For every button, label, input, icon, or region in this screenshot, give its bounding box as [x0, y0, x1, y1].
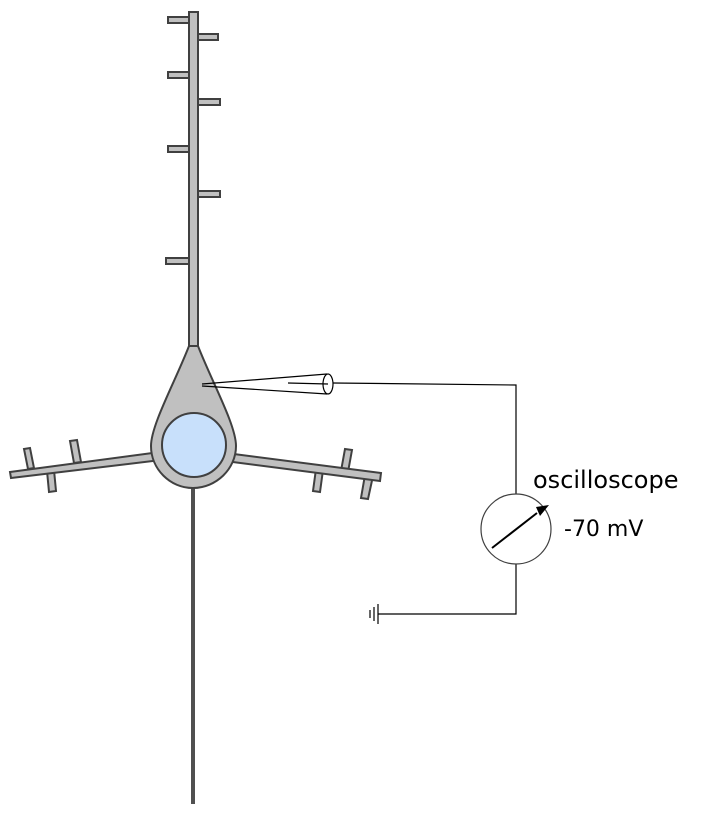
- apical-dendrite: [165, 11, 221, 353]
- dendrite-shaft: [188, 11, 199, 353]
- ground-icon: [369, 604, 379, 624]
- oscilloscope-label: oscilloscope: [533, 466, 678, 494]
- dendrite-spine: [197, 98, 221, 106]
- dendrite-spine: [167, 71, 191, 79]
- meter-arrowhead: [536, 505, 549, 516]
- voltage-reading: -70 mV: [564, 517, 643, 542]
- recording-electrode: [201, 373, 334, 395]
- dendrite-spine: [167, 145, 191, 153]
- nucleus: [161, 412, 227, 478]
- basal-dendrite-left: [8, 438, 163, 494]
- basal-dendrite-right: [223, 447, 383, 501]
- dendrite-spine: [167, 16, 191, 24]
- oscilloscope-meter: [480, 493, 552, 565]
- circuit-wires: [332, 382, 517, 615]
- dendrite-spine: [165, 257, 191, 265]
- meter-needle: [491, 512, 538, 549]
- dendrite-spine: [197, 33, 219, 41]
- dendrite-spine: [197, 190, 221, 198]
